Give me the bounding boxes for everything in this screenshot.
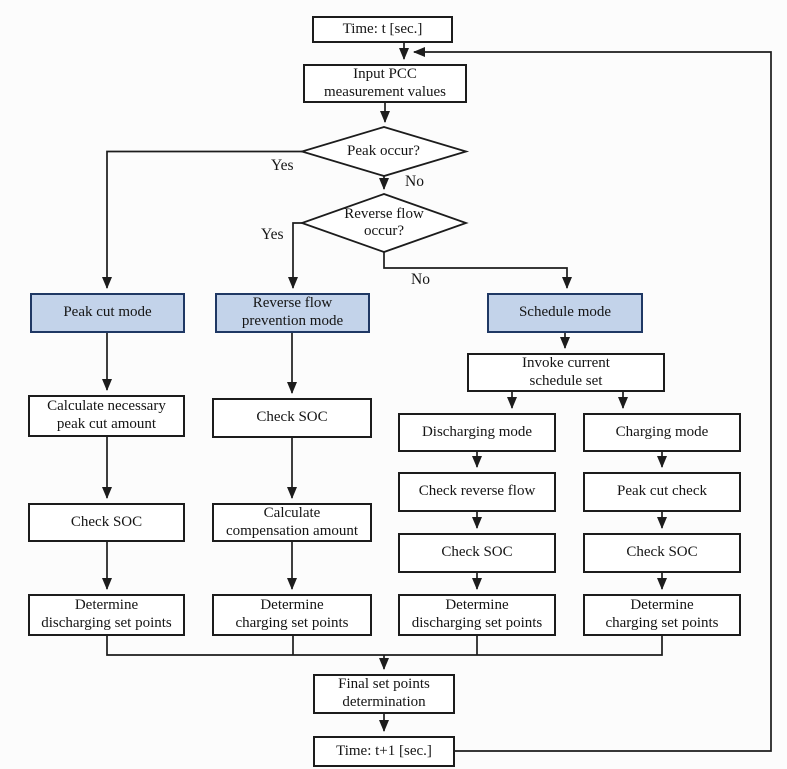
edge-label-peak-yes: Yes bbox=[271, 157, 294, 174]
node-check-soc-3: Check SOC bbox=[398, 533, 556, 573]
edge-reverse-no bbox=[383, 252, 572, 289]
node-time-t-plus-1: Time: t+1 [sec.] bbox=[313, 736, 455, 767]
reverse-flow-diamond bbox=[299, 193, 469, 253]
node-determine-discharging-set-points-1: Determine discharging set points bbox=[28, 594, 185, 636]
node-reverse-flow-prevention-mode: Reverse flow prevention mode bbox=[215, 293, 370, 333]
edge-collector bbox=[106, 636, 663, 656]
node-check-soc-4: Check SOC bbox=[583, 533, 741, 573]
edge-reverse-yes bbox=[288, 222, 302, 289]
node-input-pcc: Input PCC measurement values bbox=[303, 64, 467, 103]
node-determine-charging-set-points-4: Determine charging set points bbox=[583, 594, 741, 636]
edge-label-peak-no: No bbox=[405, 173, 424, 190]
connectors bbox=[102, 43, 772, 752]
node-time-t: Time: t [sec.] bbox=[312, 16, 453, 43]
peak-occur-diamond bbox=[298, 126, 470, 177]
node-invoke-current-schedule-set: Invoke current schedule set bbox=[467, 353, 665, 392]
node-charging-mode: Charging mode bbox=[583, 413, 741, 452]
node-peak-cut-check: Peak cut check bbox=[583, 472, 741, 512]
node-check-reverse-flow: Check reverse flow bbox=[398, 472, 556, 512]
node-determine-charging-set-points-2: Determine charging set points bbox=[212, 594, 372, 636]
edge-feedback-loop bbox=[413, 47, 772, 752]
node-final-set-points: Final set points determination bbox=[313, 674, 455, 714]
edge-label-reverse-yes: Yes bbox=[261, 226, 284, 243]
node-peak-cut-mode: Peak cut mode bbox=[30, 293, 185, 333]
node-check-soc-1: Check SOC bbox=[28, 503, 185, 542]
node-check-soc-2: Check SOC bbox=[212, 398, 372, 438]
edge-label-reverse-no: No bbox=[411, 271, 430, 288]
node-calculate-peak-cut-amount: Calculate necessary peak cut amount bbox=[28, 395, 185, 437]
node-determine-discharging-set-points-3: Determine discharging set points bbox=[398, 594, 556, 636]
node-calculate-compensation-amount: Calculate compensation amount bbox=[212, 503, 372, 542]
node-discharging-mode: Discharging mode bbox=[398, 413, 556, 452]
node-schedule-mode: Schedule mode bbox=[487, 293, 643, 333]
edge-peak-yes bbox=[102, 150, 302, 289]
